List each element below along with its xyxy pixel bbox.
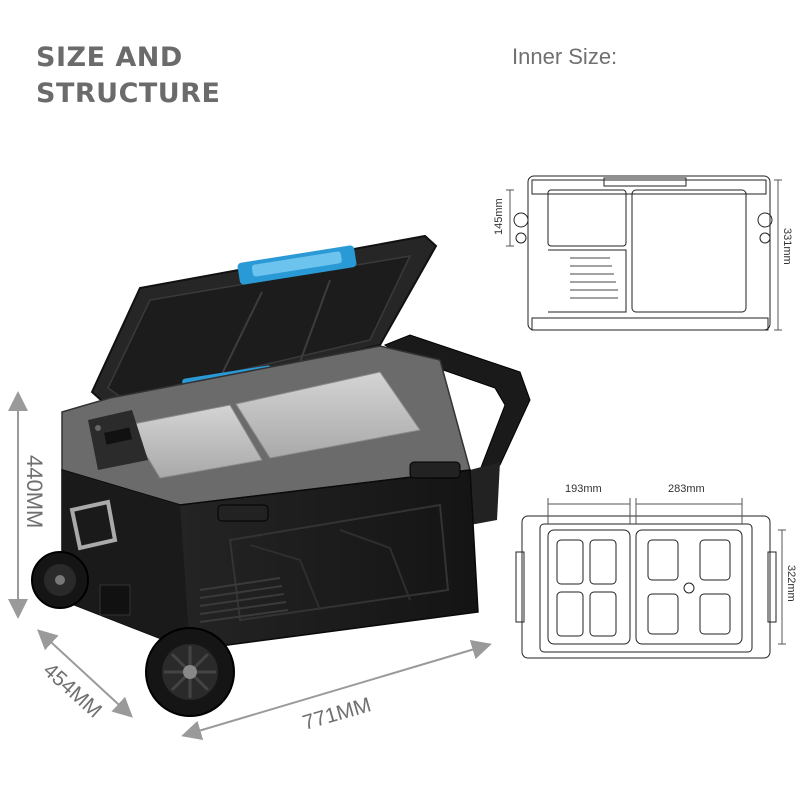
height-label: 440MM <box>22 455 47 528</box>
wheel-back <box>31 551 89 609</box>
inner-depth-label: 322mm <box>785 565 797 602</box>
power-ports <box>99 584 131 616</box>
left-width-label: 193mm <box>565 483 602 495</box>
side-handle <box>69 499 118 551</box>
wheel-front <box>145 627 235 717</box>
length-label: 771MM <box>300 693 374 734</box>
top-view-drawing <box>515 498 786 659</box>
trolley-handle <box>383 334 531 525</box>
depth-label: 454MM <box>39 659 106 723</box>
inner-size-label: Inner Size: <box>512 44 618 69</box>
page-title: SIZE AND STRUCTURE <box>36 40 220 112</box>
side-vents <box>199 577 289 623</box>
depth-dimension: 454MM <box>37 629 133 723</box>
compartment-height-label: 145mm <box>493 198 505 235</box>
front-latch-right <box>409 461 461 479</box>
front-latch-left <box>217 504 269 522</box>
right-width-label: 283mm <box>668 483 705 495</box>
cooler-illustration <box>31 234 531 717</box>
inner-height-label: 331mm <box>781 228 793 265</box>
control-panel <box>88 410 148 470</box>
side-view-drawing <box>506 175 782 331</box>
page-title-line2: STRUCTURE <box>36 78 221 109</box>
page-title-line1: SIZE AND <box>36 42 183 73</box>
height-dimension: 440MM <box>8 391 47 619</box>
cooler-lid <box>90 234 438 410</box>
